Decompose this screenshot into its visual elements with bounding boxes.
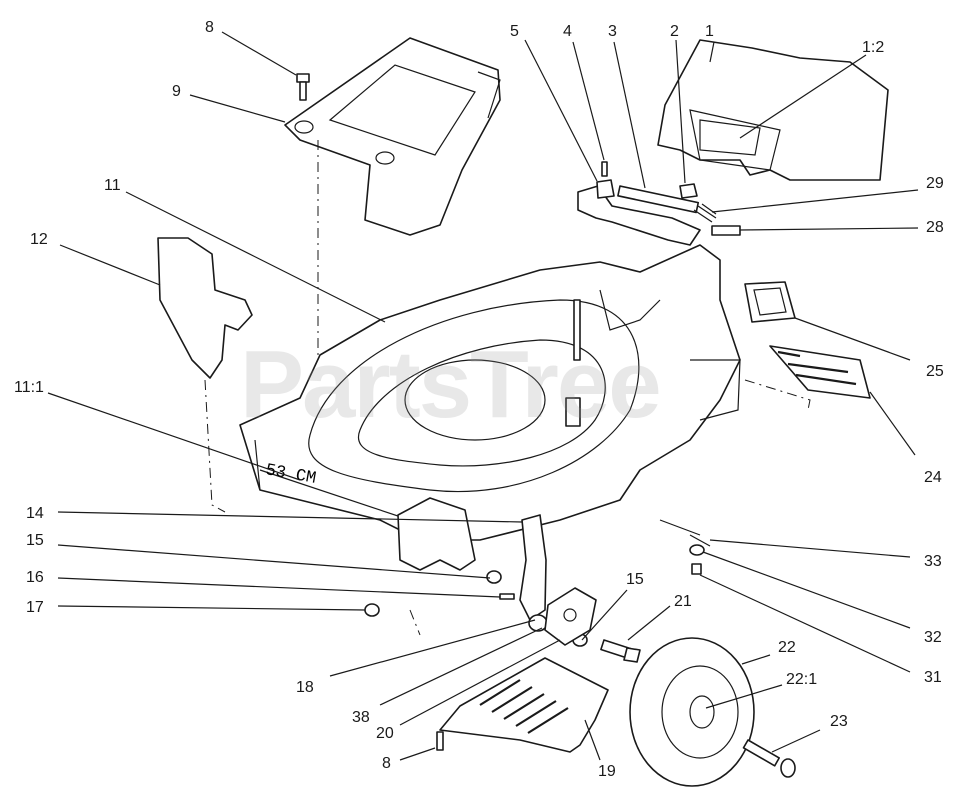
wheel-bolt-part[interactable] xyxy=(600,639,641,663)
callout-28: 28 xyxy=(926,219,944,236)
callout-11: 11 xyxy=(104,177,121,194)
callout-16: 16 xyxy=(26,569,44,586)
callout-5: 5 xyxy=(510,23,519,40)
callout-1-2: 1:2 xyxy=(862,39,884,56)
rear-axle-assembly-part[interactable] xyxy=(577,161,741,246)
mower-deck-part[interactable]: 53 CM xyxy=(239,244,741,541)
centerline xyxy=(204,379,226,513)
bolt-top-part[interactable] xyxy=(296,73,310,101)
callout-17: 17 xyxy=(26,599,44,616)
callout-21: 21 xyxy=(674,593,692,610)
callout-23: 23 xyxy=(830,713,848,730)
callout-11-1: 11:1 xyxy=(14,379,44,396)
axle-bolt-part[interactable] xyxy=(742,739,796,778)
callout-33: 33 xyxy=(924,553,942,570)
callout-8-bottom: 8 xyxy=(382,755,391,772)
callout-15-left: 15 xyxy=(26,532,44,549)
callout-38: 38 xyxy=(352,709,370,726)
rear-door-part[interactable] xyxy=(284,37,501,236)
callout-22: 22 xyxy=(778,639,796,656)
callout-20: 20 xyxy=(376,725,394,742)
callout-9: 9 xyxy=(172,83,181,100)
callout-4: 4 xyxy=(563,23,572,40)
adjuster-block-part[interactable] xyxy=(544,587,597,646)
callout-25: 25 xyxy=(926,363,944,380)
callout-32: 32 xyxy=(924,629,942,646)
grass-bag-part[interactable] xyxy=(657,39,889,181)
rear-shield-part[interactable] xyxy=(157,237,253,379)
callout-8-top: 8 xyxy=(205,19,214,36)
callout-29: 29 xyxy=(926,175,944,192)
callout-15-right: 15 xyxy=(626,571,644,588)
callout-31: 31 xyxy=(924,669,942,686)
callout-19: 19 xyxy=(598,763,616,780)
callout-24: 24 xyxy=(924,469,942,486)
callout-labels: 1 1:2 2 3 4 5 8 9 11 11:1 12 14 15 16 17… xyxy=(14,19,944,780)
trim-pieces-part[interactable] xyxy=(744,281,871,411)
callout-12: 12 xyxy=(30,231,48,248)
callout-2: 2 xyxy=(670,23,679,40)
wheel-part[interactable] xyxy=(629,637,755,787)
callout-3: 3 xyxy=(608,23,617,40)
wheel-guard-part[interactable] xyxy=(436,657,609,753)
centerline xyxy=(409,609,421,636)
callout-18: 18 xyxy=(296,679,314,696)
callout-14: 14 xyxy=(26,505,44,522)
callout-1: 1 xyxy=(705,23,714,40)
height-adjust-bracket-part[interactable] xyxy=(397,497,547,621)
leader-lines xyxy=(47,31,919,761)
right-side-hardware-part[interactable] xyxy=(659,519,711,575)
callout-22-1: 22:1 xyxy=(786,671,817,688)
